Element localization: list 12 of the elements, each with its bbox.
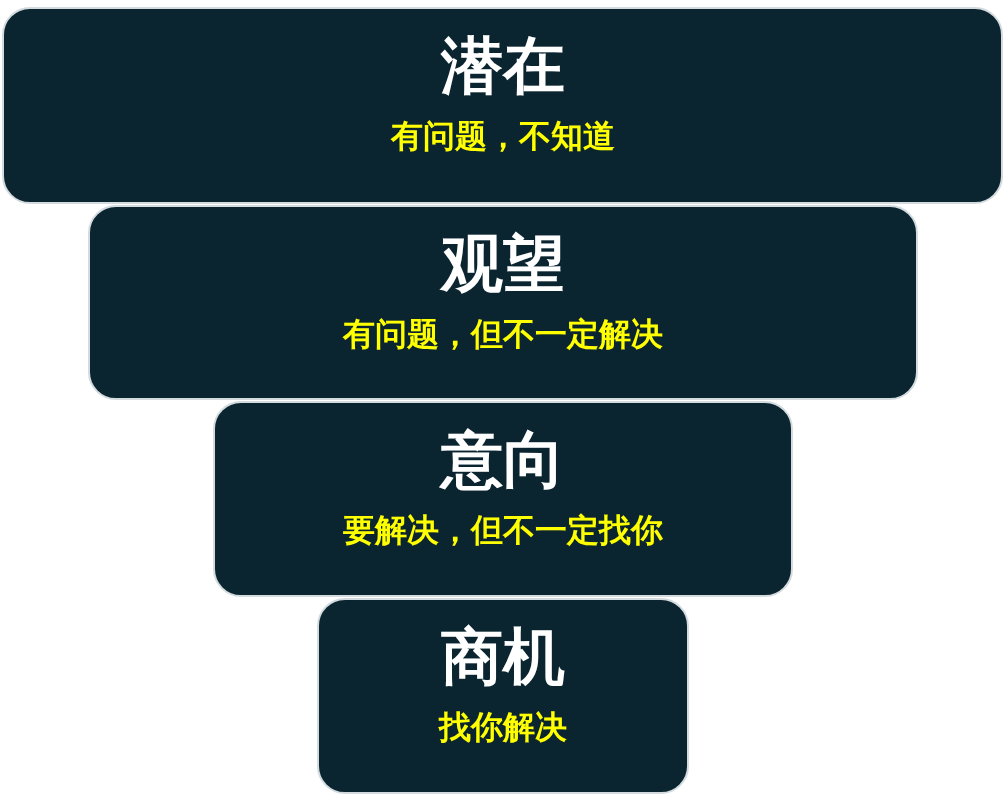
stage-title: 意向 <box>441 428 565 492</box>
stage-description: 找你解决 <box>439 710 567 744</box>
stage-title: 商机 <box>441 625 565 689</box>
funnel-stage-box <box>88 205 918 400</box>
stage-description: 有问题，不知道 <box>390 119 615 153</box>
stage-description: 要解决，但不一定找你 <box>343 513 663 547</box>
funnel-stage-box <box>2 7 1003 204</box>
stage-title: 潜在 <box>440 34 565 98</box>
stage-description: 有问题，但不一定解决 <box>343 317 663 351</box>
funnel-stage-box <box>317 598 689 794</box>
funnel-stage-box <box>213 401 793 597</box>
stage-title: 观望 <box>441 232 565 296</box>
